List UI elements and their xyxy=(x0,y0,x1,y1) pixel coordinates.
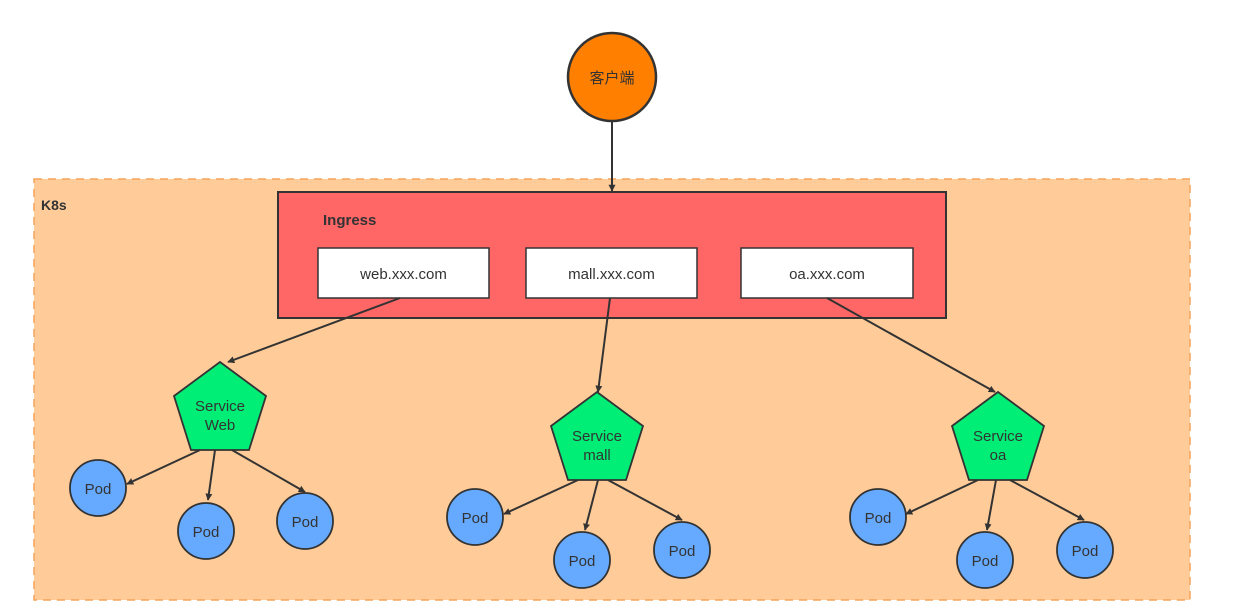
service-oa-line2: oa xyxy=(990,447,1007,464)
oa-host-to-service-arrow xyxy=(826,297,996,393)
pod-label: Pod xyxy=(85,481,112,498)
pod-label: Pod xyxy=(462,510,489,527)
pod-circle xyxy=(553,531,611,589)
pod-label: Pod xyxy=(569,553,596,570)
pod-label: Pod xyxy=(669,543,696,560)
service-oa-pentagon xyxy=(950,390,1046,481)
host-mall[interactable]: mall.xxx.com xyxy=(525,247,698,299)
pod-mall-1[interactable]: Pod xyxy=(446,488,504,546)
pod-web-3[interactable]: Pod xyxy=(276,492,334,550)
pod-label: Pod xyxy=(1072,543,1099,560)
service-web-pentagon xyxy=(172,360,268,451)
ingress-label: Ingress xyxy=(323,212,376,229)
pod-circle xyxy=(956,531,1014,589)
pod-label: Pod xyxy=(865,510,892,527)
host-web[interactable]: web.xxx.com xyxy=(317,247,490,299)
web-host-to-service-arrow xyxy=(227,297,401,364)
web-to-pod1-arrow xyxy=(126,449,201,485)
pod-label: Pod xyxy=(193,524,220,541)
pod-mall-3[interactable]: Pod xyxy=(653,521,711,579)
pod-label: Pod xyxy=(972,553,999,570)
pod-oa-2[interactable]: Pod xyxy=(956,531,1014,589)
mall-to-pod2-arrow xyxy=(583,479,599,531)
pod-circle xyxy=(276,492,334,550)
host-oa[interactable]: oa.xxx.com xyxy=(740,247,914,299)
oa-to-pod2-arrow xyxy=(984,479,997,531)
service-mall-line2: mall xyxy=(583,447,611,464)
oa-to-pod3-arrow xyxy=(1009,479,1085,521)
pod-circle xyxy=(653,521,711,579)
service-mall-line1: Service xyxy=(572,428,622,445)
service-oa-line1: Service xyxy=(973,428,1023,445)
host-oa-box xyxy=(740,247,914,299)
pod-oa-3[interactable]: Pod xyxy=(1056,521,1114,579)
web-to-pod3-arrow xyxy=(231,449,306,493)
pod-circle xyxy=(446,488,504,546)
client-node[interactable]: 客户端 xyxy=(566,31,658,123)
mall-to-pod1-arrow xyxy=(503,479,579,515)
pod-circle xyxy=(177,502,235,560)
pod-web-2[interactable]: Pod xyxy=(177,502,235,560)
host-mall-box xyxy=(525,247,698,299)
service-web-line2: Web xyxy=(205,417,236,434)
service-web-line1: Service xyxy=(195,398,245,415)
client-label: 客户端 xyxy=(589,70,634,87)
host-web-label: web.xxx.com xyxy=(359,266,447,283)
pod-mall-2[interactable]: Pod xyxy=(553,531,611,589)
pod-circle xyxy=(1056,521,1114,579)
mall-to-pod3-arrow xyxy=(607,479,683,521)
service-oa[interactable]: Service oa xyxy=(950,390,1046,481)
pod-circle xyxy=(69,459,127,517)
host-oa-label: oa.xxx.com xyxy=(789,266,865,283)
web-to-pod2-arrow xyxy=(205,449,216,501)
pod-oa-1[interactable]: Pod xyxy=(849,488,907,546)
pod-label: Pod xyxy=(292,514,319,531)
host-mall-label: mall.xxx.com xyxy=(568,266,655,283)
k8s-cluster-label: K8s xyxy=(41,197,67,213)
mall-host-to-service-arrow xyxy=(595,297,611,393)
pod-circle xyxy=(849,488,907,546)
oa-to-pod1-arrow xyxy=(905,479,979,515)
host-web-box xyxy=(317,247,490,299)
service-web[interactable]: Service Web xyxy=(172,360,268,451)
ingress-box: Ingress web.xxx.com mall.xxx.com oa.xxx.… xyxy=(277,191,947,319)
pod-web-1[interactable]: Pod xyxy=(69,459,127,517)
